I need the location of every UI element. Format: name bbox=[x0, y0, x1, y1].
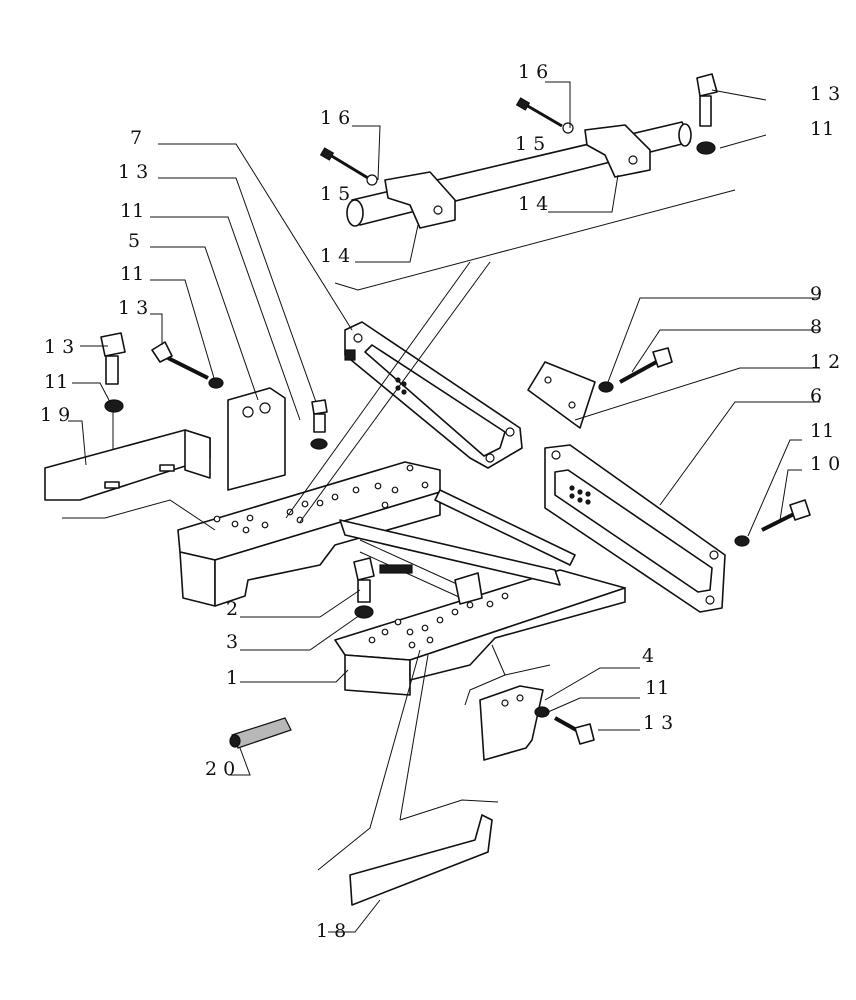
callout-labels: 1 3 11 1 6 1 6 1 5 1 5 1 4 1 4 7 1 3 1 1 … bbox=[40, 61, 840, 942]
bolt-13-left-a bbox=[151, 341, 224, 389]
callout-11-left-c: 11 bbox=[44, 371, 68, 393]
callout-4: 4 bbox=[642, 645, 654, 667]
callout-13-low-right: 1 3 bbox=[643, 712, 673, 734]
plate-5 bbox=[227, 387, 286, 491]
plate-4 bbox=[479, 685, 544, 761]
callout-13-left-a: 1 3 bbox=[118, 161, 148, 183]
callout-2: 2 bbox=[226, 598, 238, 620]
callout-6: 6 bbox=[810, 385, 822, 407]
callout-14-b: 1 4 bbox=[518, 193, 548, 215]
callout-13-left-c: 1 3 bbox=[44, 336, 74, 358]
callout-3: 3 bbox=[226, 631, 238, 653]
callout-16-b: 1 6 bbox=[518, 61, 548, 83]
main-frame bbox=[177, 461, 626, 696]
callout-11-left-a: 11 bbox=[120, 200, 144, 222]
clamp-right bbox=[584, 124, 651, 178]
callout-12: 1 2 bbox=[810, 351, 840, 373]
callout-1: 1 bbox=[226, 667, 238, 689]
callout-18: 1 8 bbox=[316, 920, 346, 942]
bolt-2 bbox=[353, 557, 375, 619]
gasket-plate-7 bbox=[344, 321, 523, 469]
callout-7: 7 bbox=[130, 127, 142, 149]
bolt-8 bbox=[598, 347, 673, 393]
bolt-15-left bbox=[319, 147, 378, 186]
callout-11-left-b: 11 bbox=[120, 263, 144, 285]
callout-20: 2 0 bbox=[205, 758, 235, 780]
bolt-13-low-right bbox=[534, 706, 595, 745]
callout-11-right-low: 11 bbox=[645, 677, 669, 699]
callout-15-b: 1 5 bbox=[515, 133, 545, 155]
frame-holes-right bbox=[368, 592, 509, 649]
bolt-13-mid bbox=[310, 399, 328, 450]
callout-11-right-mid: 11 bbox=[810, 420, 834, 442]
callout-8: 8 bbox=[810, 316, 822, 338]
callout-5: 5 bbox=[128, 230, 140, 252]
bolt-13-top-right bbox=[696, 73, 718, 155]
clamp-left bbox=[384, 171, 456, 229]
leader-lines bbox=[62, 81, 820, 933]
callout-11-top-right: 11 bbox=[810, 118, 834, 140]
callout-19: 1 9 bbox=[40, 404, 70, 426]
gasket-plate-6 bbox=[544, 444, 726, 613]
bracket-19 bbox=[44, 429, 211, 501]
bolt-15-right bbox=[515, 97, 574, 134]
bolt-10 bbox=[734, 499, 811, 547]
callout-13-top-right: 1 3 bbox=[810, 83, 840, 105]
callout-10: 1 0 bbox=[810, 453, 840, 475]
callout-14-a: 1 4 bbox=[320, 245, 350, 267]
plate-18 bbox=[349, 814, 493, 906]
callout-13-left-b: 1 3 bbox=[118, 297, 148, 319]
callout-9: 9 bbox=[810, 283, 822, 305]
block-12 bbox=[527, 361, 596, 429]
callout-16-a: 1 6 bbox=[320, 107, 350, 129]
callout-15-a: 1 5 bbox=[320, 183, 350, 205]
pin-20 bbox=[229, 717, 292, 749]
